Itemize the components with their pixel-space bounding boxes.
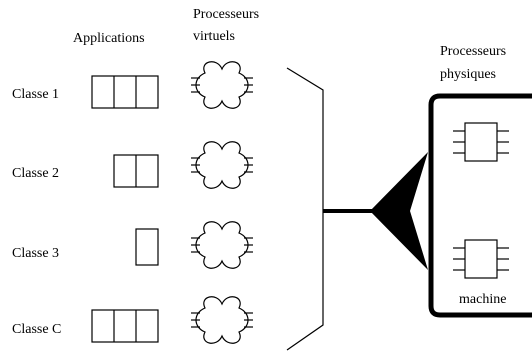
class-row-3: Classe 3 (12, 221, 254, 269)
class-row-1: Classe 1 (12, 61, 254, 109)
class-label: Classe 1 (12, 87, 59, 102)
grouping-bracket (286, 67, 324, 351)
class-label: Classe 2 (12, 166, 59, 181)
machine-box: machine (428, 93, 532, 318)
applications-header: Applications (73, 31, 145, 46)
application-box (113, 154, 159, 188)
physical-processors-header-line1: Processeurs (440, 44, 506, 59)
arrow-head (370, 152, 428, 270)
virtual-processor (190, 61, 254, 109)
application-box (91, 309, 159, 343)
virtual-processors-header-line1: Processeurs (193, 7, 259, 22)
class-label: Classe C (12, 322, 61, 337)
physical-processor (453, 239, 509, 279)
machine-label: machine (459, 292, 506, 307)
virtual-processor (190, 221, 254, 269)
application-box (135, 228, 159, 266)
virtual-processor (190, 296, 254, 344)
physical-processor (453, 122, 509, 162)
application-box (91, 75, 159, 109)
class-label: Classe 3 (12, 246, 59, 261)
virtual-processors-header-line2: virtuels (193, 29, 235, 44)
virtual-processor (190, 141, 254, 189)
physical-processors-header-line2: physiques (440, 67, 496, 82)
class-row-c: Classe C (12, 296, 254, 344)
class-row-2: Classe 2 (12, 141, 254, 189)
